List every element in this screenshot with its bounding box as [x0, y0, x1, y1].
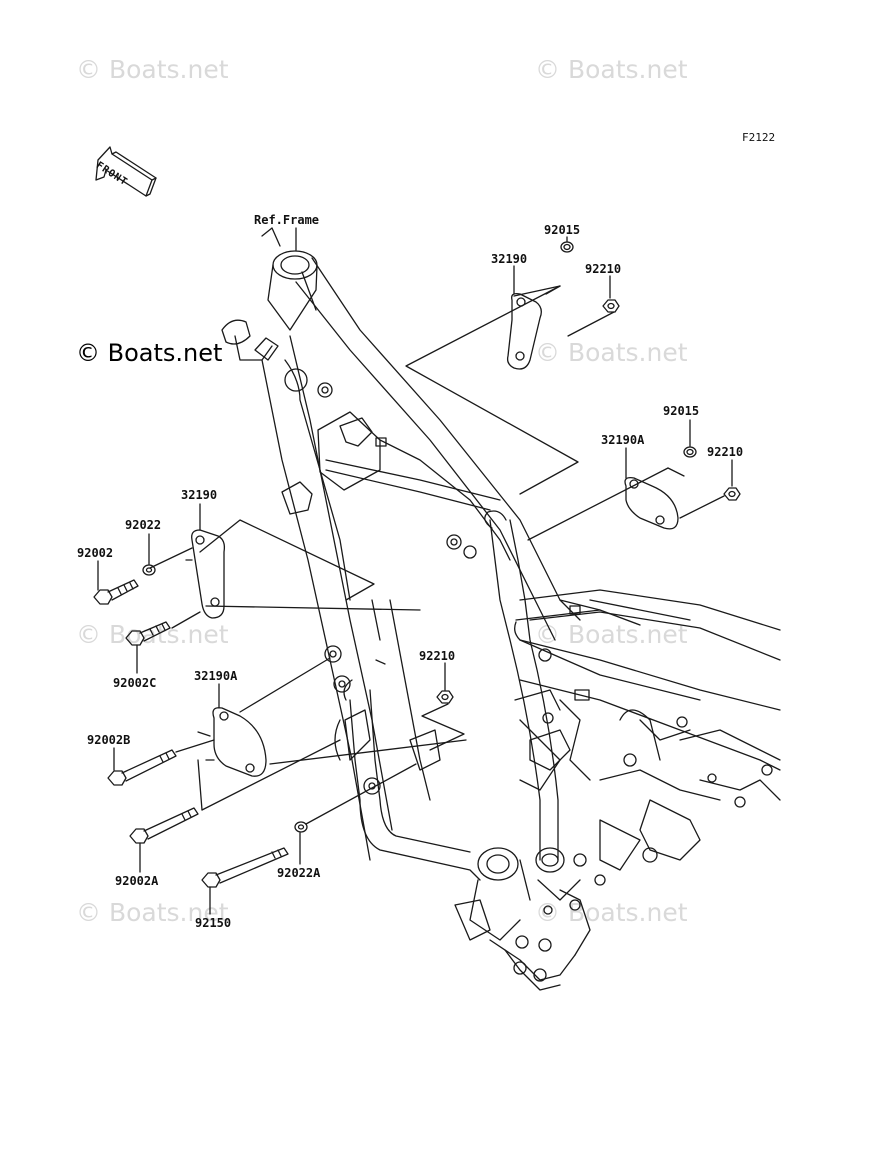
nut-92210-mid [723, 487, 741, 501]
engine-bracket-32190-top [506, 292, 542, 370]
bolt-92002b [107, 749, 177, 786]
engine-bracket-32190a-mid [624, 477, 679, 530]
part-label-92002a: 92002A [115, 874, 159, 888]
washer-92022 [142, 564, 156, 576]
diagram-code: F2122 [742, 131, 776, 144]
watermark: © Boats.net [76, 55, 229, 84]
bolt-92002 [93, 579, 139, 605]
part-label-32190a: 32190A [601, 433, 645, 447]
part-label-92150: 92150 [195, 916, 232, 930]
part-label-92210: 92210 [419, 649, 456, 663]
part-label-92002: 92002 [77, 546, 114, 560]
watermark: © Boats.net [76, 898, 229, 927]
front-arrow-icon [95, 146, 157, 197]
bolt-92150 [201, 847, 289, 888]
part-label-32190: 32190 [181, 488, 218, 502]
nut-92015-mid [683, 446, 697, 458]
part-label-32190a: 32190A [194, 669, 238, 683]
part-label-92002b: 92002B [87, 733, 131, 747]
copyright-notice: © Boats.net [76, 339, 223, 367]
engine-bracket-32190-left [191, 529, 226, 619]
watermark: © Boats.net [535, 338, 688, 367]
ref-frame-label: Ref.Frame [254, 213, 320, 227]
engine-bracket-32190a-left [212, 707, 267, 777]
part-label-92022: 92022 [125, 518, 162, 532]
bolt-92002a [129, 807, 199, 844]
watermark: © Boats.net [535, 55, 688, 84]
part-label-92210: 92210 [585, 262, 622, 276]
watermark: © Boats.net [535, 620, 688, 649]
nut-92015-top [560, 241, 574, 253]
part-label-92210: 92210 [707, 445, 744, 459]
part-label-92022a: 92022A [277, 866, 321, 880]
nut-92210-center [436, 690, 454, 704]
bolt-92002c [125, 621, 171, 646]
part-label-92015: 92015 [663, 404, 700, 418]
washer-92022a [294, 821, 308, 833]
part-label-92002c: 92002C [113, 676, 157, 690]
watermark: © Boats.net [535, 898, 688, 927]
part-label-32190: 32190 [491, 252, 528, 266]
nut-92210-top [602, 299, 620, 313]
part-label-92015: 92015 [544, 223, 581, 237]
